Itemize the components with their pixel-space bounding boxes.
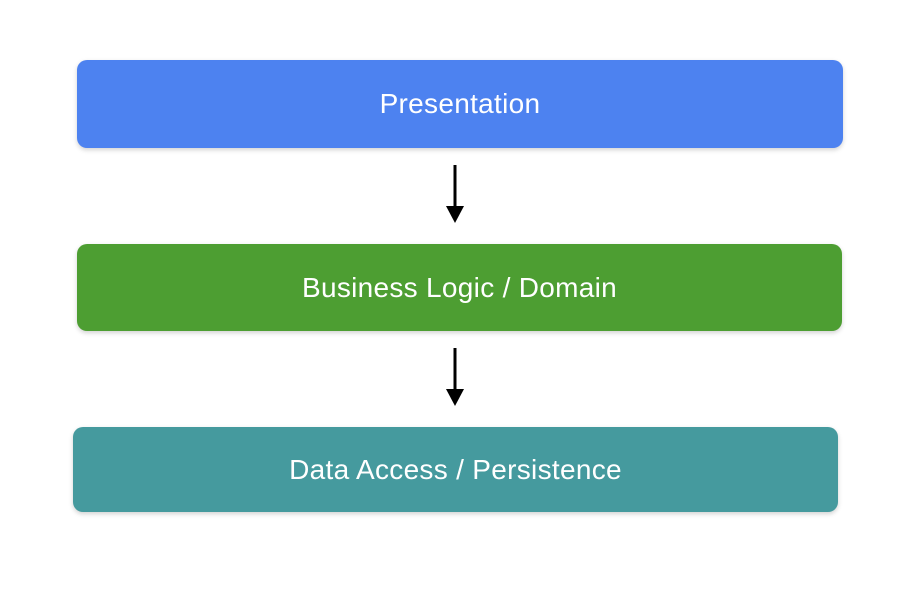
layer-label-presentation: Presentation xyxy=(379,88,541,119)
down-arrow-icon xyxy=(446,165,464,223)
layer-box-presentation: Presentation xyxy=(77,60,843,148)
down-arrow-icon xyxy=(446,348,464,406)
layer-box-business-logic: Business Logic / Domain xyxy=(77,244,842,331)
layer-label-business-logic: Business Logic / Domain xyxy=(301,271,618,303)
layer-label-data-access: Data Access / Persistence xyxy=(289,453,622,485)
layer-box-data-access: Data Access / Persistence xyxy=(73,427,838,512)
